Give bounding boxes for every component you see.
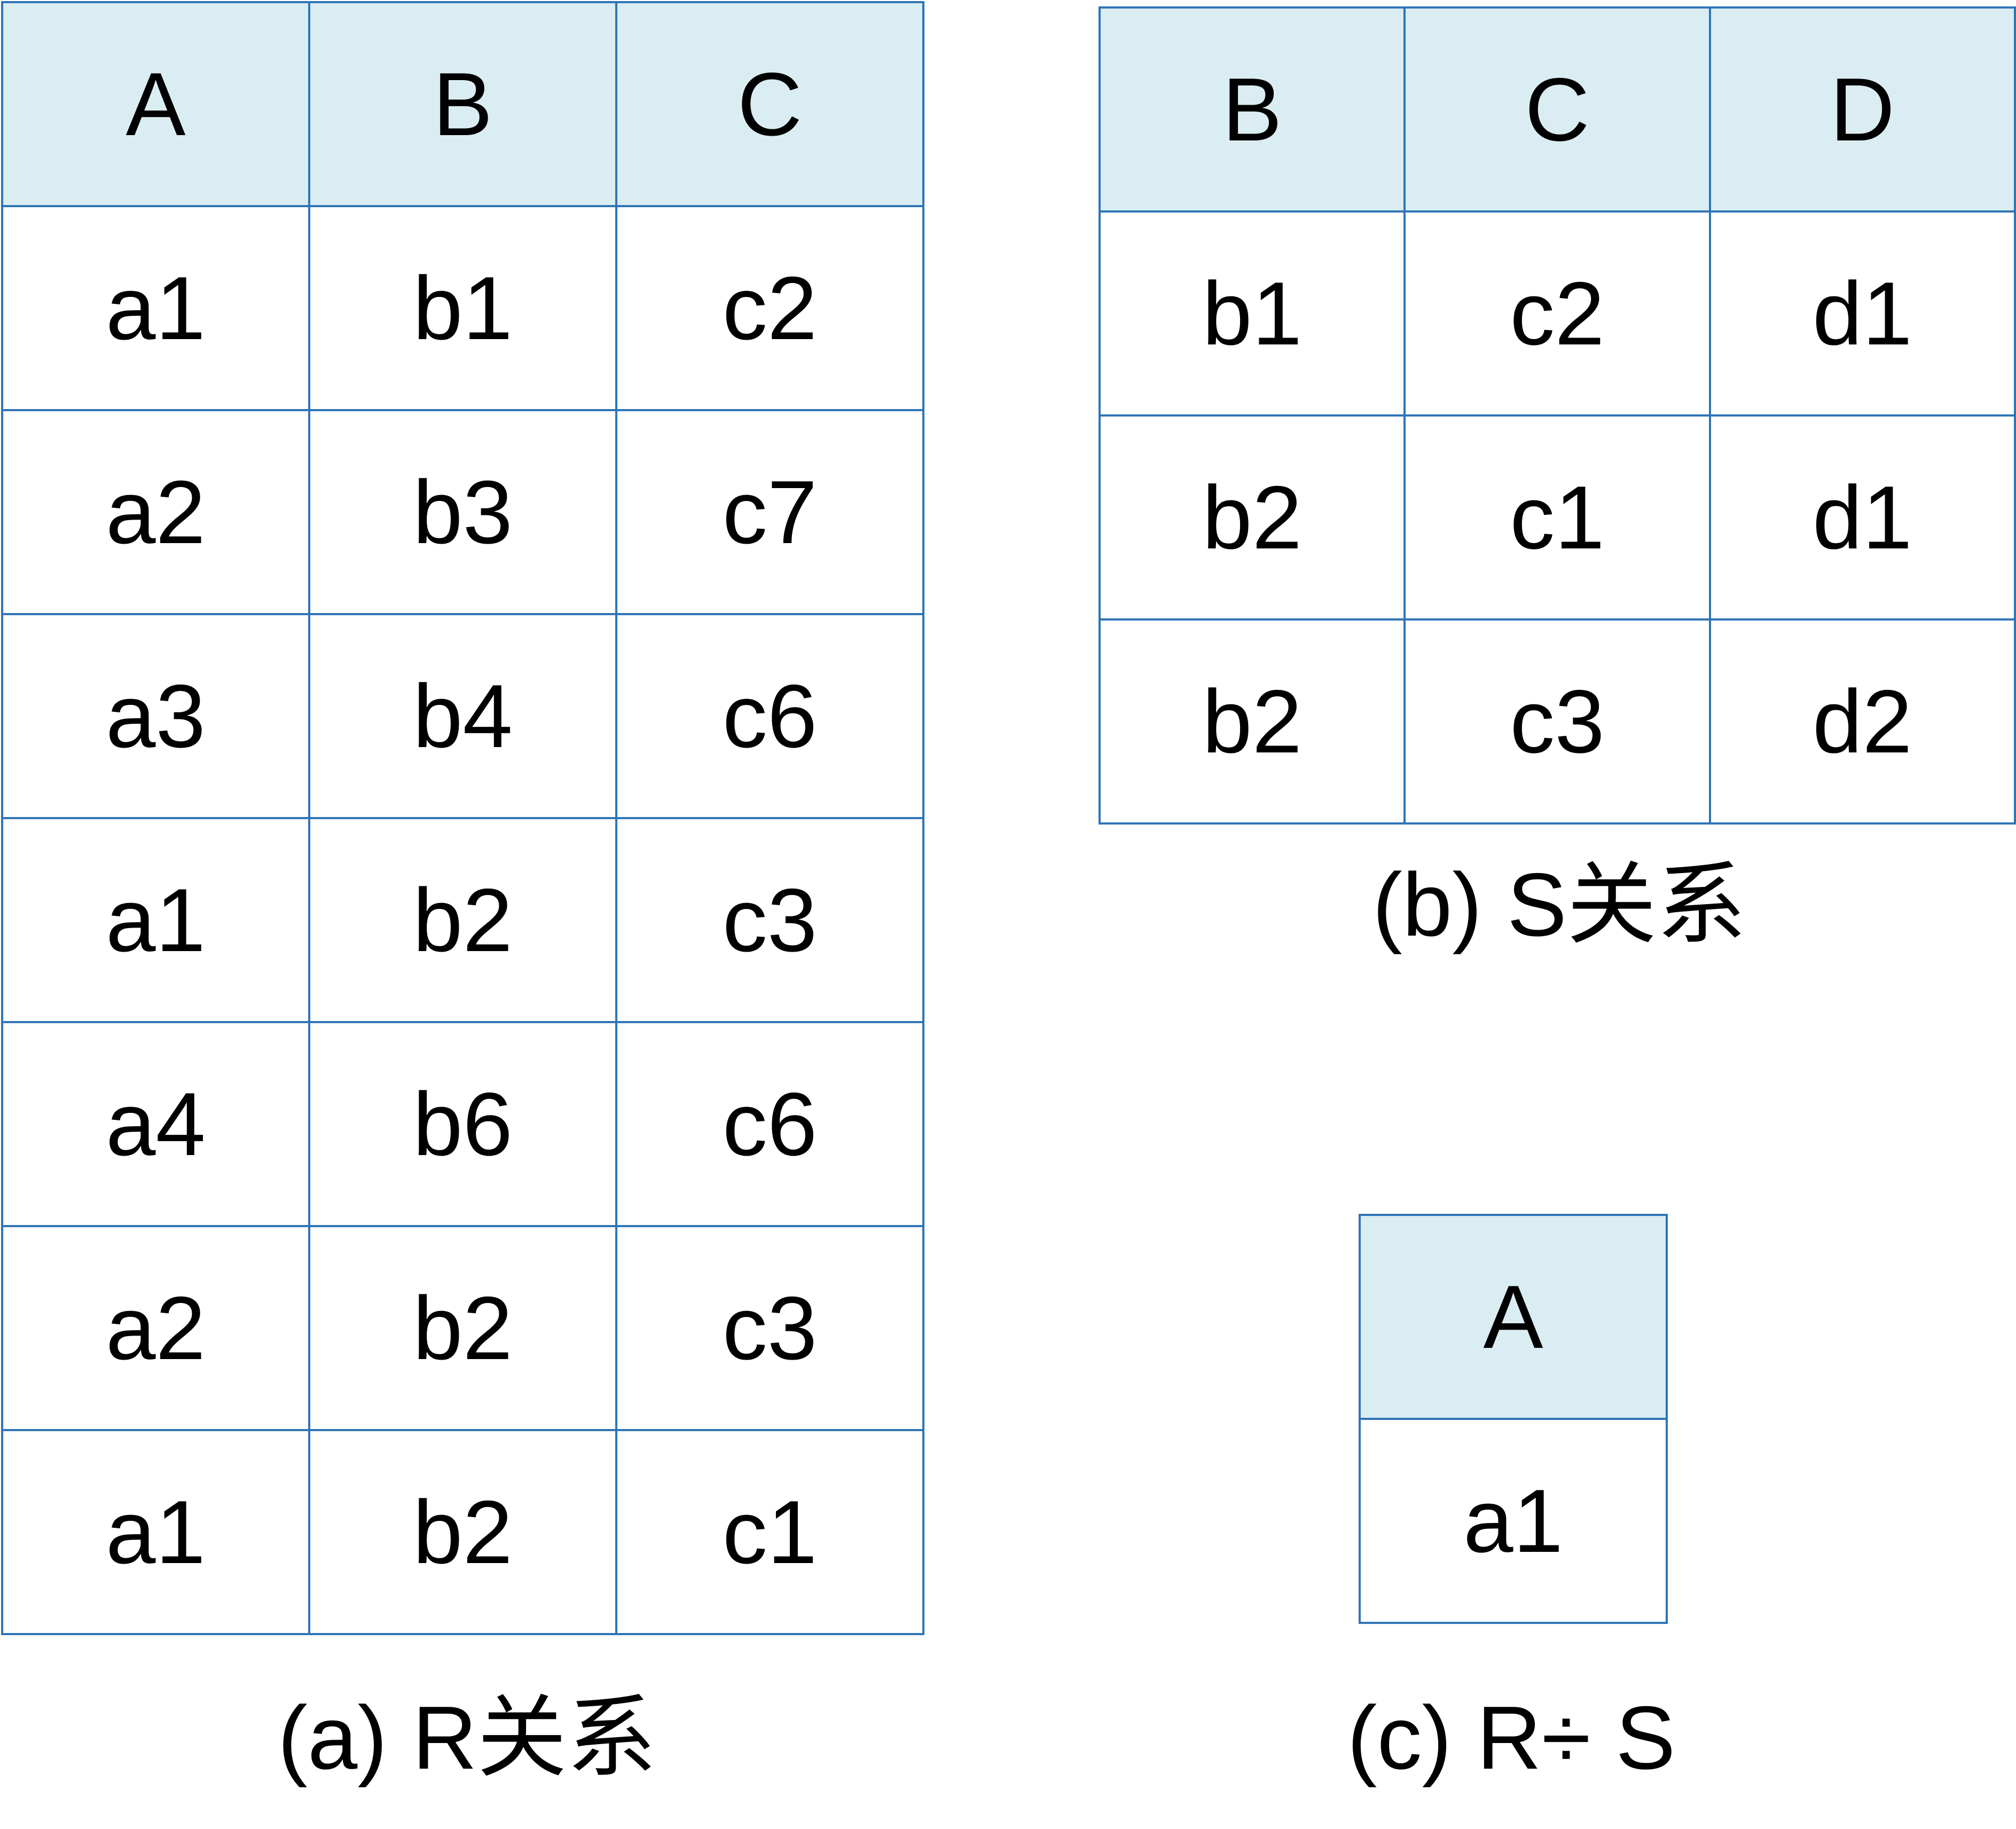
table-cell: c6 xyxy=(615,613,924,819)
column-header: A xyxy=(1,1,310,207)
division-result-table: A a1 xyxy=(1359,1214,1668,1624)
table-row: a2 b2 c3 xyxy=(1,1225,924,1431)
table-cell: c3 xyxy=(615,1225,924,1431)
table-cell: a1 xyxy=(1359,1418,1668,1624)
table-cell: b1 xyxy=(1098,210,1406,417)
table-cell: b2 xyxy=(308,1225,617,1431)
table-cell: c6 xyxy=(615,1021,924,1227)
table-cell: c3 xyxy=(1403,618,1711,825)
column-header: A xyxy=(1359,1214,1668,1420)
table-row: a1 b2 c1 xyxy=(1,1429,924,1635)
table-cell: b2 xyxy=(308,1429,617,1635)
table-cell: b2 xyxy=(308,817,617,1023)
table-cell: a3 xyxy=(1,613,310,819)
table-row: b2 c1 d1 xyxy=(1098,414,2016,621)
table-cell: a2 xyxy=(1,409,310,615)
table-cell: c2 xyxy=(1403,210,1711,417)
column-header: B xyxy=(308,1,617,207)
table-cell: d2 xyxy=(1708,618,2016,825)
table-row: a1 xyxy=(1359,1418,1668,1624)
table-cell: a4 xyxy=(1,1021,310,1227)
table-row: a1 b1 c2 xyxy=(1,205,924,411)
table-row: a1 b2 c3 xyxy=(1,817,924,1023)
division-result-caption: (c) R÷ S xyxy=(1347,1687,1676,1788)
table-row: a2 b3 c7 xyxy=(1,409,924,615)
relation-r-caption: (a) R关系 xyxy=(278,1687,657,1788)
table-cell: b1 xyxy=(308,205,617,411)
column-header: D xyxy=(1708,6,2016,213)
table-cell: b2 xyxy=(1098,414,1406,621)
table-row: a4 b6 c6 xyxy=(1,1021,924,1227)
table-header-row: B C D xyxy=(1098,6,2016,213)
table-cell: b2 xyxy=(1098,618,1406,825)
table-cell: a1 xyxy=(1,205,310,411)
table-header-row: A B C xyxy=(1,1,924,207)
table-cell: a1 xyxy=(1,1429,310,1635)
relation-s-table: B C D b1 c2 d1 b2 c1 d1 b2 c3 d2 xyxy=(1098,6,2016,825)
column-header: C xyxy=(1403,6,1711,213)
table-cell: b3 xyxy=(308,409,617,615)
table-cell: d1 xyxy=(1708,210,2016,417)
table-cell: c1 xyxy=(615,1429,924,1635)
table-cell: a1 xyxy=(1,817,310,1023)
table-cell: d1 xyxy=(1708,414,2016,621)
table-cell: a2 xyxy=(1,1225,310,1431)
relation-r-table: A B C a1 b1 c2 a2 b3 c7 a3 b4 c6 a1 b2 c… xyxy=(1,1,924,1635)
table-cell: c7 xyxy=(615,409,924,615)
column-header: B xyxy=(1098,6,1406,213)
table-row: b2 c3 d2 xyxy=(1098,618,2016,825)
column-header: C xyxy=(615,1,924,207)
relation-s-caption: (b) S关系 xyxy=(1372,854,1747,955)
table-cell: c2 xyxy=(615,205,924,411)
table-row: b1 c2 d1 xyxy=(1098,210,2016,417)
table-cell: c1 xyxy=(1403,414,1711,621)
table-header-row: A xyxy=(1359,1214,1668,1420)
table-row: a3 b4 c6 xyxy=(1,613,924,819)
table-cell: b6 xyxy=(308,1021,617,1227)
table-cell: c3 xyxy=(615,817,924,1023)
table-cell: b4 xyxy=(308,613,617,819)
